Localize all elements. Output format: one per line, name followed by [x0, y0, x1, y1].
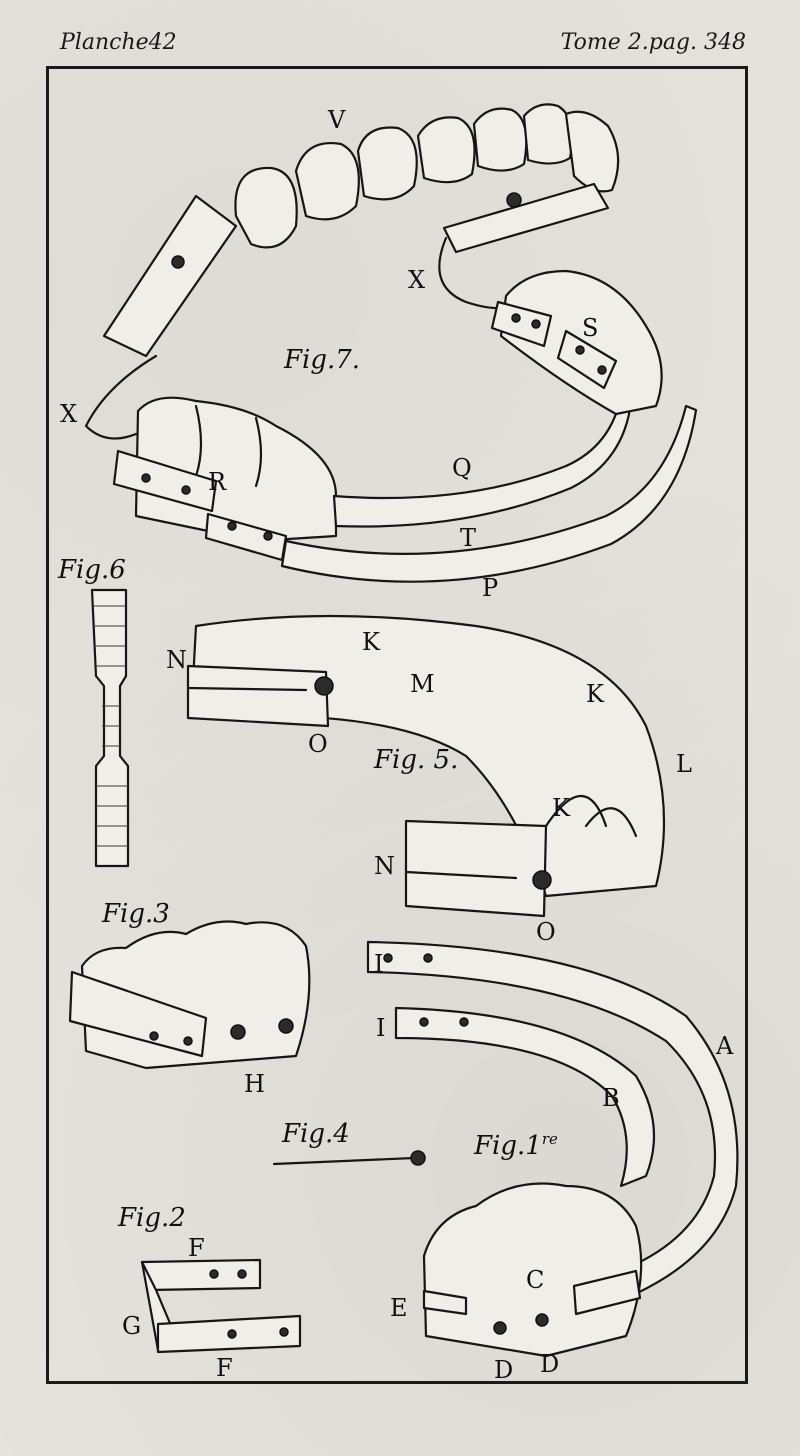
page-reference: Tome 2.pag. 348 [560, 30, 746, 55]
caption-fig1-sup: re [542, 1130, 558, 1148]
label-O-upper: O [308, 730, 328, 758]
fig3-tooth-block [68, 920, 311, 1070]
fig6-bar [90, 588, 130, 868]
caption-fig6: Fig.6 [57, 555, 126, 585]
caption-fig5: Fig. 5. [373, 745, 458, 775]
label-B: B [602, 1084, 620, 1112]
caption-fig3: Fig.3 [101, 899, 170, 929]
plate-number: Planche42 [60, 30, 177, 55]
label-I-upper: I [374, 950, 383, 978]
label-G: G [122, 1312, 141, 1340]
label-V: V [327, 106, 346, 134]
label-F-upper: F [188, 1234, 205, 1262]
label-M: M [410, 670, 435, 698]
label-A: A [715, 1032, 734, 1060]
engraving-frame [46, 66, 748, 1384]
caption-fig4: Fig.4 [281, 1119, 350, 1149]
label-P: P [482, 574, 498, 602]
label-X-left: X [60, 400, 77, 428]
fig7-lower-denture [112, 269, 698, 583]
label-N-upper: N [166, 646, 187, 674]
label-T: T [460, 524, 476, 552]
caption-fig1-main: Fig.1 [473, 1131, 542, 1161]
fig7-upper-denture [84, 103, 620, 440]
label-S: S [582, 314, 598, 342]
label-C: C [526, 1266, 544, 1294]
label-Q: Q [452, 454, 472, 482]
label-X-upper: X [408, 266, 425, 294]
label-D-left: D [494, 1356, 513, 1384]
label-O-lower: O [536, 918, 556, 946]
label-K-right: K [586, 680, 605, 708]
fig1-appliance [366, 940, 739, 1358]
label-I-lower: I [376, 1014, 385, 1042]
label-N-lower: N [374, 852, 395, 880]
label-F-lower: F [216, 1354, 233, 1382]
fig4-pin [272, 1150, 426, 1166]
fig5-curved-block [186, 614, 666, 918]
label-E: E [390, 1294, 408, 1322]
label-K-upper: K [362, 628, 381, 656]
engraving-illustration: Fig.7. Fig.6 Fig. 5. Fig.3 Fig.4 Fig.1re… [57, 103, 739, 1384]
label-L: L [676, 750, 692, 778]
label-R: R [208, 468, 227, 496]
label-H: H [244, 1070, 265, 1098]
caption-fig1: Fig.1re [473, 1130, 558, 1161]
caption-fig2: Fig.2 [117, 1203, 186, 1233]
label-D-right: D [540, 1350, 559, 1378]
fig2-bracket [140, 1258, 302, 1354]
label-K-lower: K [552, 794, 571, 822]
caption-fig7: Fig.7. [283, 345, 360, 375]
